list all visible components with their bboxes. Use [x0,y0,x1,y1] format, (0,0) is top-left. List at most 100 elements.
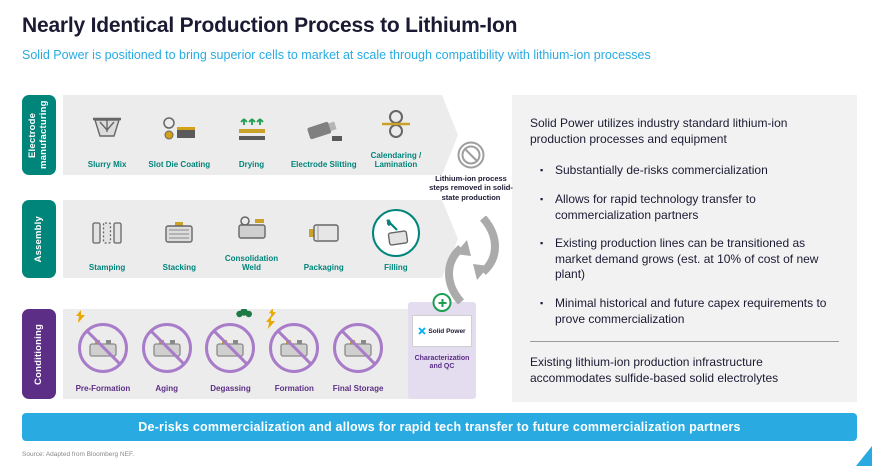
step-drying: Drying [215,100,287,172]
step-consolidation-weld: Consolidation Weld [215,205,287,275]
step-formation: Formation [262,314,326,396]
stacking-icon [162,220,196,246]
electrode-slitting-icon [305,115,343,143]
consolidation-weld-icon [235,205,269,252]
stamping-icon [90,205,124,261]
curved-arrows-icon [445,216,499,304]
panel-bullet-text: Allows for rapid technology transfer to … [555,191,756,222]
step-label: Filling [384,262,408,272]
slot-die-coating-icon [161,100,197,158]
bullet-marker: ▪ [540,297,544,308]
bullet-marker: ▪ [540,193,544,204]
calendaring-lamination-icon [381,100,411,149]
degassing-icon [205,314,255,382]
solid-power-logo-text: Solid Power [428,327,466,335]
plus-icon [438,298,446,307]
formation-icon [269,314,319,382]
step-label: Final Storage [332,383,384,393]
step-label: Slurry Mix [87,159,127,169]
panel-bullet: ▪ Substantially de-risks commercializati… [540,163,833,179]
panel-bullet: ▪ Minimal historical and future capex re… [540,296,833,327]
source-note: Source: Adapted from Bloomberg NEF. [22,451,135,458]
bottom-banner: De-risks commercialization and allows fo… [22,413,857,441]
step-label: Drying [238,159,265,169]
row-label-text: Assembly [32,215,44,263]
solid-power-logo-mark-icon [418,327,427,335]
step-stamping: Stamping [71,205,143,275]
row-label-assembly: Assembly [22,200,56,278]
lightning-bolt-icon [268,308,277,319]
no-symbol-circle [269,323,319,373]
electrode-manufacturing-row: Electrode manufacturing Slurry Mix [22,95,458,175]
step-stacking: Stacking [143,205,215,275]
step-label: Calendaring / Lamination [370,150,422,169]
step-label: Stacking [162,262,196,272]
no-symbol-circle [205,323,255,373]
step-calendaring-lamination: Calendaring / Lamination [360,100,432,172]
battery-cell-icon [215,338,245,358]
slurry-mix-icon [91,116,123,142]
step-pre-formation: Pre-Formation [71,314,135,396]
step-electrode-slitting: Electrode Slitting [288,100,360,172]
battery-cell-icon [279,338,309,358]
panel-bullet: ▪ Existing production lines can be trans… [540,236,833,283]
panel-bullet-text: Substantially de-risks commercialization [555,163,768,178]
slurry-mix-icon [91,100,123,158]
stamping-icon [90,220,124,246]
filling-icon [380,217,412,249]
step-label: Packaging [303,262,344,272]
slot-die-coating-icon [161,116,197,142]
pre-formation-icon [78,314,128,382]
bullet-marker: ▪ [540,165,544,176]
lightning-bolt-icon [265,316,276,329]
row-label-text: Electrode manufacturing [27,100,49,170]
step-final-storage: Final Storage [326,314,390,396]
consolidation-weld-icon [235,215,269,241]
step-slurry-mix: Slurry Mix [71,100,143,172]
panel-bullet-text: Existing production lines can be transit… [555,236,819,282]
battery-cell-icon [343,338,373,358]
step-packaging: Packaging [288,205,360,275]
solid-power-logo: Solid Power [412,315,472,347]
process-arrow-assembly: Stamping Stacking Consolidation Weld [63,200,458,278]
row-label-text: Conditioning [32,323,44,385]
step-label: Degassing [210,383,251,393]
electrode-slitting-icon [305,100,343,158]
panel-bullet-text: Minimal historical and future capex requ… [555,295,827,326]
no-symbol-circle [78,323,128,373]
step-label: Pre-Formation [75,383,131,393]
panel-bullet: ▪ Allows for rapid technology transfer t… [540,192,833,223]
aging-icon [142,314,192,382]
page-title: Nearly Identical Production Process to L… [22,14,518,37]
process-arrow-conditioning: Pre-Formation Aging [63,309,474,399]
row-label-electrode-manufacturing: Electrode manufacturing [22,95,56,175]
step-label: Characterization and QC [414,355,470,371]
battery-cell-icon [152,338,182,358]
calendaring-lamination-icon [381,109,411,139]
step-label: Aging [155,383,179,393]
gas-cloud-icon [235,308,253,318]
assembly-row: Assembly Stamping Stacking [22,200,458,278]
no-symbol-icon [457,141,485,169]
panel-intro: Solid Power utilizes industry standard l… [530,116,788,147]
removed-note: Lithium-ion process steps removed in sol… [428,140,514,202]
battery-cell-icon [88,338,118,358]
step-degassing: Degassing [199,314,263,396]
packaging-icon [307,220,341,246]
step-aging: Aging [135,314,199,396]
characterization-qc-box: Solid Power Characterization and QC [408,293,476,399]
step-filling: Filling [360,205,432,275]
stacking-icon [162,205,196,261]
step-slot-die-coating: Slot Die Coating [143,100,215,172]
drying-icon [235,116,269,142]
bullet-marker: ▪ [540,238,544,249]
filling-icon [372,205,420,261]
final-storage-icon [333,314,383,382]
page-subtitle: Solid Power is positioned to bring super… [22,48,651,62]
drying-icon [235,100,269,158]
panel-divider [530,341,839,343]
qc-plus-badge [432,293,452,312]
filling-highlight-circle [372,209,420,257]
no-symbol-circle [142,323,192,373]
conditioning-row: Conditioning Pre-Formation [22,293,476,399]
